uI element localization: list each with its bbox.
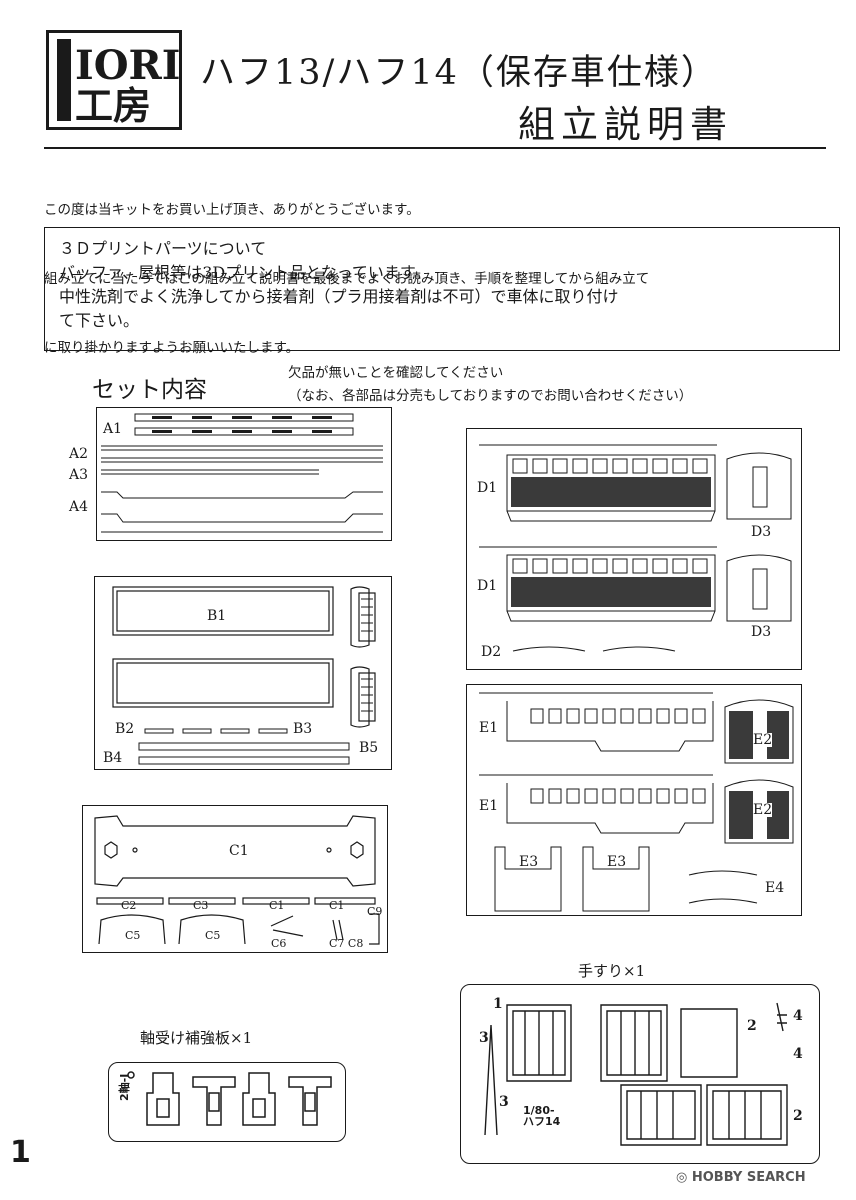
- intro-line: 組み立てに当たってはこの組み立て説明書を最後までよくお読み頂き、手順を整理してか…: [44, 271, 650, 287]
- part-label: E3: [607, 854, 627, 870]
- parts-sheet-d: D1 D1 D3 D3 D2: [466, 428, 802, 670]
- part-label: D1: [477, 480, 498, 496]
- brand-kanji: 工房: [75, 83, 151, 127]
- part-label: B2: [115, 721, 135, 737]
- handrail-number: 2: [793, 1108, 803, 1124]
- intro-text: この度は当キットをお買い上げ頂き、ありがとうございます。 組み立てに当たってはこ…: [44, 153, 649, 383]
- sheet-e-drawing: [479, 692, 794, 912]
- contents-note1: 欠品が無いことを確認してください: [288, 365, 504, 381]
- watermark: ◎ HOBBY SEARCH: [676, 1170, 806, 1185]
- part-label: A3: [69, 467, 89, 483]
- handrail-number: 3: [499, 1094, 509, 1110]
- handrail-etch-sheet: 1/80- ハフ14 1 2 2 3 3 4 4: [460, 984, 820, 1164]
- handrail-number: 1: [493, 996, 503, 1012]
- handrail-number: 4: [793, 1008, 803, 1024]
- handrail-number: 4: [793, 1046, 803, 1062]
- printed-parts-notice: ３Ｄプリントパーツについて バッファ、屋根等は3Dプリント品となっています。 中…: [44, 227, 840, 351]
- contents-heading: セット内容: [92, 377, 207, 403]
- part-label: C5: [205, 929, 221, 942]
- part-label: C9: [367, 905, 383, 918]
- handrail-drawing: [484, 1002, 788, 1146]
- notice-line: バッファ、屋根等は3Dプリント品となっています。: [59, 263, 431, 282]
- handrail-etch-text: 1/80- ハフ14: [523, 1104, 561, 1128]
- part-label: B3: [293, 721, 313, 737]
- parts-sheet-e: E1 E1 E2 E2 E3 E3 E4: [466, 684, 802, 916]
- part-label: C7 C8: [329, 937, 364, 950]
- notice-line: 中性洗剤でよく洗浄してから接着剤（プラ用接着剤は不可）で車体に取り付け: [59, 287, 619, 306]
- bearing-etch-text: 2軸-I: [118, 1073, 131, 1101]
- intro-line: に取り掛かりますようお願いいたします。: [44, 340, 300, 356]
- brand-letters: IORI: [75, 42, 179, 89]
- part-label: C5: [125, 929, 141, 942]
- sheet-b-drawing: [112, 586, 376, 765]
- contents-note2: （なお、各部品は分売もしておりますのでお問い合わせください）: [288, 388, 693, 404]
- handrail-number: 3: [479, 1030, 489, 1046]
- notice-line: ３Ｄプリントパーツについて: [59, 239, 267, 258]
- brand-logo-mark: IORI 工房: [57, 39, 181, 128]
- title-line2: 組立説明書: [518, 103, 733, 146]
- bearing-etch-sheet: 2軸-I: [108, 1062, 346, 1142]
- header-rule: [44, 147, 826, 149]
- part-label: E1: [479, 798, 499, 814]
- parts-sheet-c: C1 C2 C3 C1 C1 C9 C5 C5 C6 C7 C8: [82, 805, 388, 953]
- part-label: B1: [207, 608, 227, 624]
- part-label: D3: [751, 624, 772, 640]
- part-label: E3: [519, 854, 539, 870]
- part-label: C6: [271, 937, 287, 950]
- part-label: C2: [121, 899, 137, 912]
- part-label: C1: [269, 899, 285, 912]
- part-label: C1: [229, 843, 249, 859]
- part-label: B5: [359, 740, 379, 756]
- sheet-c-drawing: [94, 815, 380, 945]
- part-label: D1: [477, 578, 498, 594]
- part-label: B4: [103, 750, 123, 766]
- notice-line: て下さい。: [59, 311, 140, 330]
- part-label: E4: [765, 880, 785, 896]
- bearing-heading: 軸受け補強板×1: [140, 1029, 253, 1047]
- page-number: 1: [10, 1135, 31, 1170]
- handrail-number: 2: [747, 1018, 757, 1034]
- sheet-a-drawing: [101, 413, 383, 533]
- part-label: C3: [193, 899, 209, 912]
- part-label: A2: [69, 446, 89, 462]
- sheet-d-drawing: [479, 444, 792, 652]
- part-label: D3: [751, 524, 772, 540]
- part-label: E2: [753, 732, 773, 748]
- parts-sheet-b: B1 B2 B3 B4 B5: [94, 576, 392, 770]
- title-line1: ハフ13/ハフ14（保存車仕様）: [200, 53, 718, 93]
- handrail-heading: 手すり×1: [578, 962, 646, 980]
- brand-logo: IORI 工房: [46, 30, 182, 130]
- part-label: E1: [479, 720, 499, 736]
- part-label: A4: [69, 499, 89, 515]
- part-label: C1: [329, 899, 345, 912]
- part-label: E2: [753, 802, 773, 818]
- parts-sheet-a: A1 A2 A3 A4: [69, 407, 392, 541]
- part-label: D2: [481, 644, 502, 660]
- intro-line: この度は当キットをお買い上げ頂き、ありがとうございます。: [44, 202, 420, 218]
- part-label: A1: [103, 421, 123, 437]
- bearing-drawing: [127, 1071, 332, 1126]
